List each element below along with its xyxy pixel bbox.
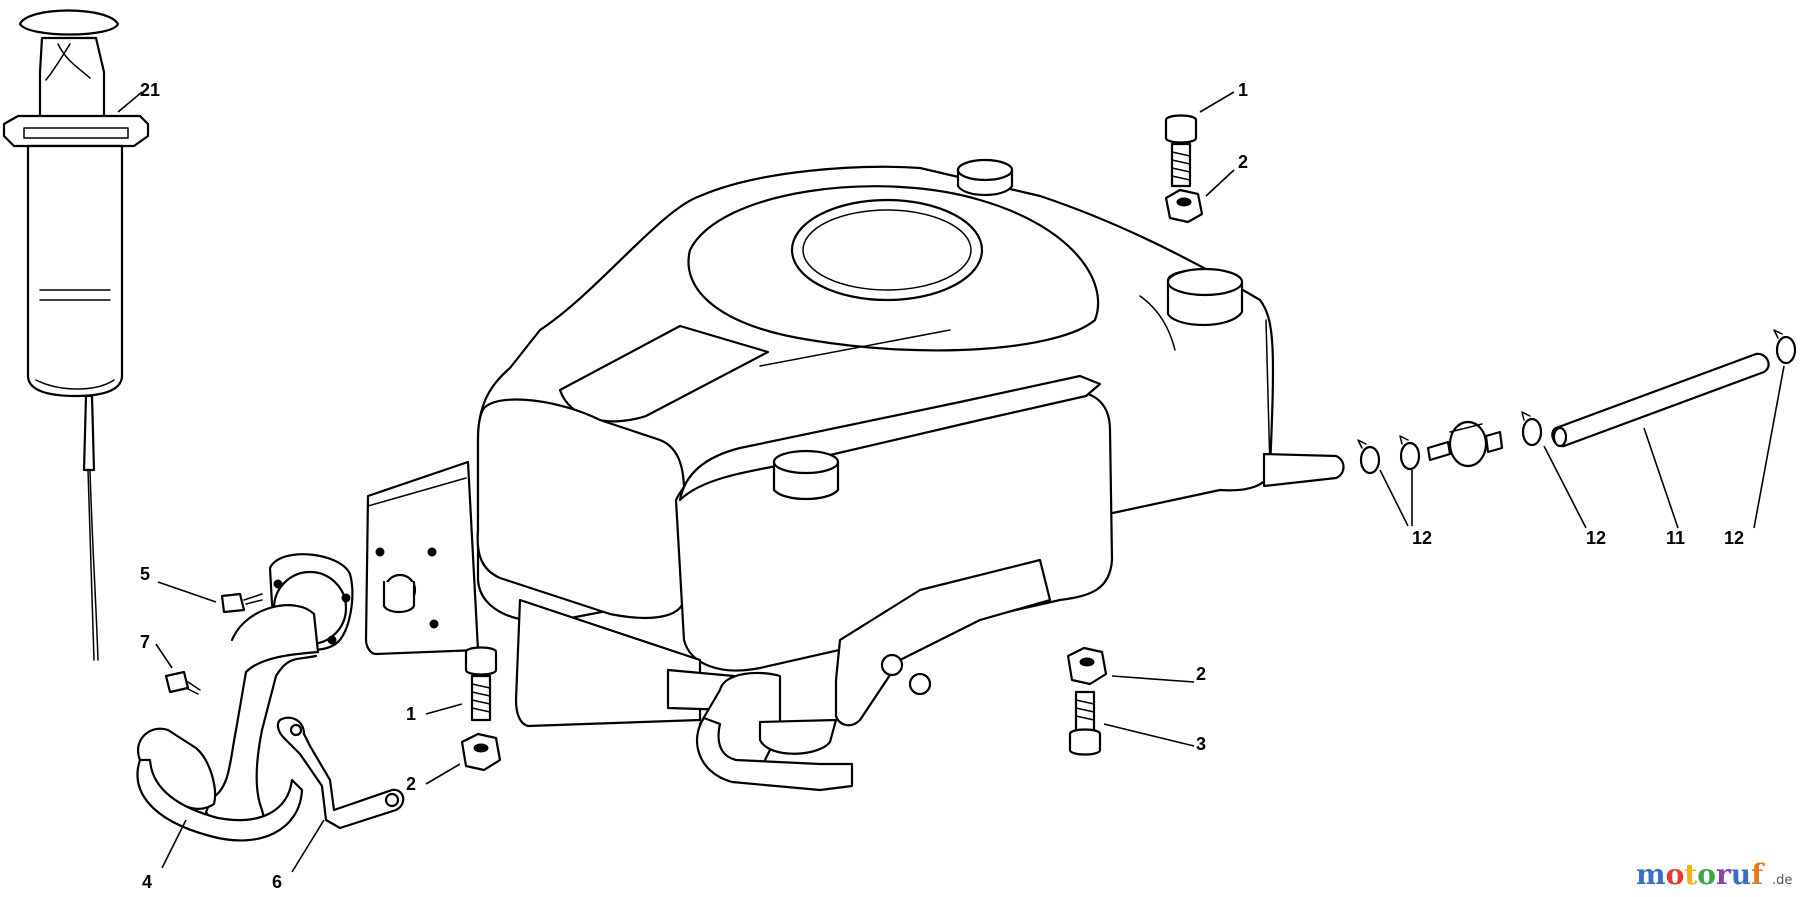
muffler-bracket xyxy=(276,716,405,830)
engine-block xyxy=(364,158,1345,792)
bolt-top xyxy=(1164,114,1198,188)
label-12-a: 12 xyxy=(1412,528,1432,548)
svg-text:motoruf: motoruf xyxy=(1636,858,1765,891)
muffler-pipe xyxy=(136,553,354,842)
watermark-suffix: .de xyxy=(1772,873,1792,888)
label-4: 4 xyxy=(142,872,152,892)
bolt-left xyxy=(464,646,498,722)
label-11: 11 xyxy=(1666,528,1685,548)
nut-left xyxy=(460,732,502,772)
bolt-right xyxy=(1068,690,1102,756)
screw-5 xyxy=(220,592,263,614)
label-7: 7 xyxy=(140,632,150,652)
nut-top xyxy=(1164,188,1204,224)
hose-clamp-1 xyxy=(1357,439,1381,475)
hose-clamp-4 xyxy=(1773,329,1797,365)
leader-lines xyxy=(117,91,1785,873)
hose-clamp-2 xyxy=(1399,435,1421,471)
oil-syringe xyxy=(2,9,150,661)
fuel-hose xyxy=(1551,352,1770,448)
fuel-filter xyxy=(1426,420,1504,468)
label-1-left: 1 xyxy=(406,704,416,724)
label-1-top: 1 xyxy=(1238,80,1248,100)
label-5: 5 xyxy=(140,564,150,584)
label-3: 3 xyxy=(1196,734,1206,754)
callout-labels: 21 1 2 5 7 1 2 4 6 2 3 12 12 11 12 xyxy=(140,80,1744,892)
label-12-b: 12 xyxy=(1586,528,1606,548)
label-6: 6 xyxy=(272,872,282,892)
nut-right xyxy=(1066,646,1108,686)
label-2-left: 2 xyxy=(406,774,416,794)
label-2-right: 2 xyxy=(1196,664,1206,684)
label-12-c: 12 xyxy=(1724,528,1744,548)
label-2-top: 2 xyxy=(1238,152,1248,172)
watermark-logo: motoruf .de xyxy=(1636,858,1792,891)
hose-clamp-3 xyxy=(1521,411,1543,447)
label-21: 21 xyxy=(140,80,160,100)
screw-7 xyxy=(164,670,201,695)
